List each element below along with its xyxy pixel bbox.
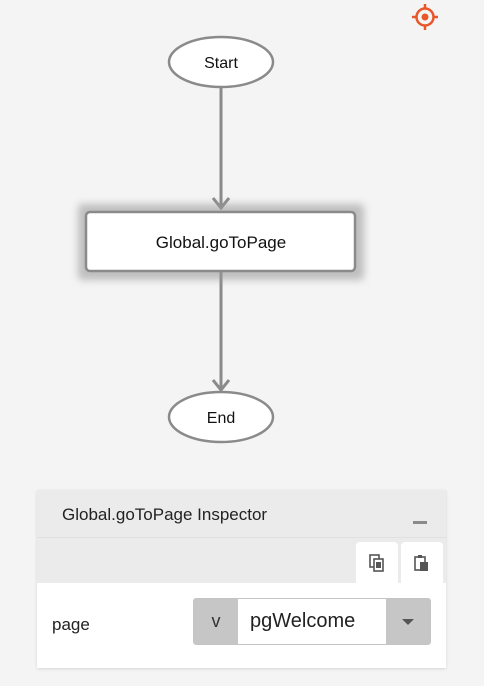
end-node-label: End <box>207 410 235 427</box>
inspector-panel: Global.goToPage Inspector page v <box>37 490 446 668</box>
page-dropdown-button[interactable] <box>386 599 430 644</box>
page-value-input[interactable] <box>238 599 386 644</box>
property-value-control: v <box>193 598 431 645</box>
paste-icon <box>414 555 428 571</box>
minimize-button[interactable] <box>410 512 432 530</box>
property-label: page <box>52 615 90 634</box>
action-node-label: Global.goToPage <box>156 233 286 252</box>
chevron-down-icon <box>402 619 414 625</box>
end-node[interactable]: End <box>167 390 275 444</box>
start-node[interactable]: Start <box>167 35 275 89</box>
copy-icon <box>369 554 384 572</box>
property-row-page: page v <box>37 583 446 668</box>
target-icon[interactable] <box>411 3 439 31</box>
start-node-label: Start <box>204 55 238 72</box>
copy-button[interactable] <box>356 542 398 583</box>
inspector-header: Global.goToPage Inspector <box>37 490 446 538</box>
value-type-toggle[interactable]: v <box>194 599 238 644</box>
inspector-title: Global.goToPage Inspector <box>62 505 268 524</box>
paste-button[interactable] <box>401 542 443 583</box>
value-type-label: v <box>211 611 221 631</box>
action-node-global-gotopage[interactable]: Global.goToPage <box>78 204 364 280</box>
inspector-toolbar <box>37 538 446 583</box>
connector-action-to-end <box>211 272 231 393</box>
minimize-icon <box>413 521 427 524</box>
connector-start-to-action <box>211 88 231 211</box>
flow-canvas[interactable]: Start Global.goToPage End <box>0 0 484 480</box>
